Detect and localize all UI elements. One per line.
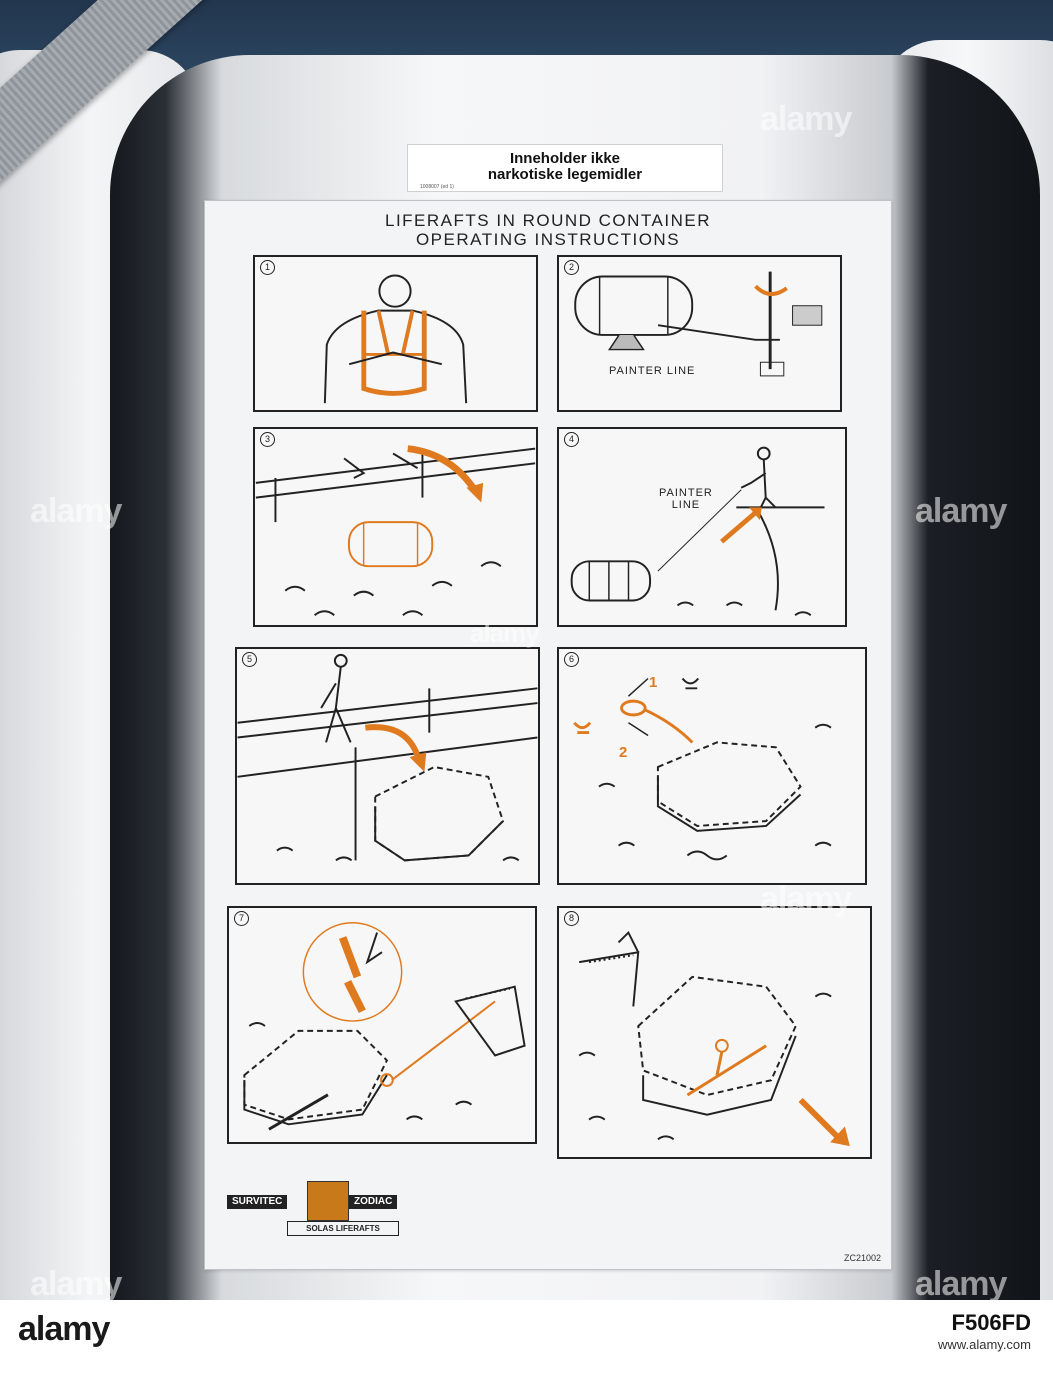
step-7-number: 7	[234, 911, 249, 926]
step-4-panel: 4 PAINTER LINE	[557, 427, 847, 627]
document-code: ZC21002	[843, 1253, 881, 1263]
pull-painter-line-illustration	[570, 446, 825, 617]
step-1-panel: 1	[253, 255, 538, 412]
step-4-painter-line-label: PAINTER LINE	[659, 487, 713, 511]
stock-footer: alamy F506FD www.alamy.com	[0, 1300, 1053, 1390]
step-8-number: 8	[564, 911, 579, 926]
watermark-lower-right: alamy	[760, 880, 852, 918]
survitec-zodiac-logo: SURVITEC ZODIAC SOLAS LIFERAFTS	[227, 1181, 437, 1241]
logo-left-text: SURVITEC	[227, 1195, 288, 1209]
step-6-number: 6	[564, 652, 579, 667]
container-cradle-illustration	[574, 271, 823, 377]
logo-subtitle: SOLAS LIFERAFTS	[287, 1221, 399, 1236]
contents-label-line1: Inneholder ikke	[509, 150, 621, 167]
contents-label-line2: narkotiske legemidler	[487, 166, 643, 183]
step-6-arrow-1: 1	[649, 674, 659, 691]
contents-label-code: 1008007 (ed 1)	[420, 184, 454, 190]
logo-z-mark	[307, 1181, 349, 1221]
step-4-number: 4	[564, 432, 579, 447]
watermark-bottom-left: alamy	[30, 1265, 122, 1300]
instructions-title: LIFERAFTS IN ROUND CONTAINER OPERATING I…	[205, 211, 891, 249]
footer-brand: alamy	[18, 1310, 110, 1348]
logo-right-text: ZODIAC	[349, 1195, 398, 1209]
step-5-panel: 5	[235, 647, 540, 885]
step-7-panel: 7	[227, 906, 537, 1144]
step-2-painter-line-label: PAINTER LINE	[609, 365, 696, 377]
instructions-title-line2: OPERATING INSTRUCTIONS	[415, 230, 681, 249]
watermark-right: alamy	[915, 492, 1007, 530]
throw-container-illustration	[255, 445, 536, 616]
step-2-number: 2	[564, 260, 579, 275]
step-4-label-line2: LINE	[671, 499, 701, 511]
step-2-panel: 2 PAINTER LINE	[557, 255, 842, 412]
footer-image-id: F506FD	[951, 1310, 1031, 1335]
step-8-panel: 8	[557, 906, 872, 1159]
watermark-left: alamy	[30, 492, 122, 530]
cut-painter-line-illustration	[243, 922, 526, 1131]
watermark-bottom-right: alamy	[915, 1265, 1007, 1300]
lifejacket-illustration	[323, 274, 468, 404]
footer-url[interactable]: www.alamy.com	[938, 1337, 1031, 1352]
step-4-label-line1: PAINTER	[659, 487, 713, 499]
photo: Inneholder ikke narkotiske legemidler 10…	[0, 0, 1053, 1300]
step-6-panel: 6 1 2	[557, 647, 867, 885]
footer-meta: F506FD www.alamy.com	[938, 1312, 1031, 1356]
board-liferaft-illustration	[237, 653, 538, 862]
paddle-away-illustration	[578, 930, 850, 1147]
rescue-line-illustration	[573, 677, 832, 861]
watermark-top-right: alamy	[760, 100, 852, 138]
step-5-number: 5	[242, 652, 257, 667]
step-6-arrow-2: 2	[619, 744, 629, 761]
instructions-card: LIFERAFTS IN ROUND CONTAINER OPERATING I…	[204, 200, 892, 1270]
watermark-center: alamy	[470, 618, 540, 648]
step-1-number: 1	[260, 260, 275, 275]
instructions-title-line1: LIFERAFTS IN ROUND CONTAINER	[385, 211, 711, 230]
contents-label: Inneholder ikke narkotiske legemidler 10…	[407, 144, 723, 192]
step-3-panel: 3	[253, 427, 538, 627]
step-3-number: 3	[260, 432, 275, 447]
